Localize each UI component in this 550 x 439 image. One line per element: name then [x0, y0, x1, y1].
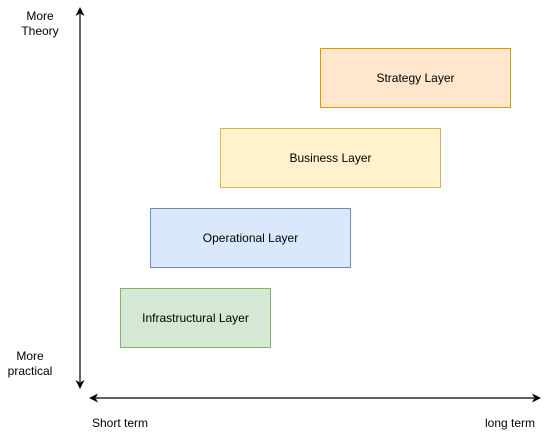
x-axis-right-label: long term [485, 416, 536, 430]
business-layer-box[interactable]: Business Layer [220, 128, 441, 188]
y-axis-top-label: More Theory [21, 9, 59, 38]
x-axis-arrow-right-icon [532, 393, 541, 403]
y-axis-arrow-down-icon [75, 380, 85, 389]
strategy-layer-box[interactable]: Strategy Layer [320, 48, 511, 108]
business-layer-label: Business Layer [289, 151, 372, 165]
infrastructural-layer-box[interactable]: Infrastructural Layer [120, 288, 271, 348]
operational-layer-box[interactable]: Operational Layer [150, 208, 351, 268]
y-axis-bottom-label: More practical [7, 349, 53, 378]
x-axis-left-label: Short term [92, 416, 149, 430]
operational-layer-label: Operational Layer [202, 231, 299, 245]
x-axis-arrow-left-icon [89, 393, 98, 403]
y-axis-arrow-up-icon [75, 7, 85, 16]
strategy-layer-label: Strategy Layer [376, 71, 455, 85]
infrastructural-layer-label: Infrastructural Layer [142, 311, 249, 325]
